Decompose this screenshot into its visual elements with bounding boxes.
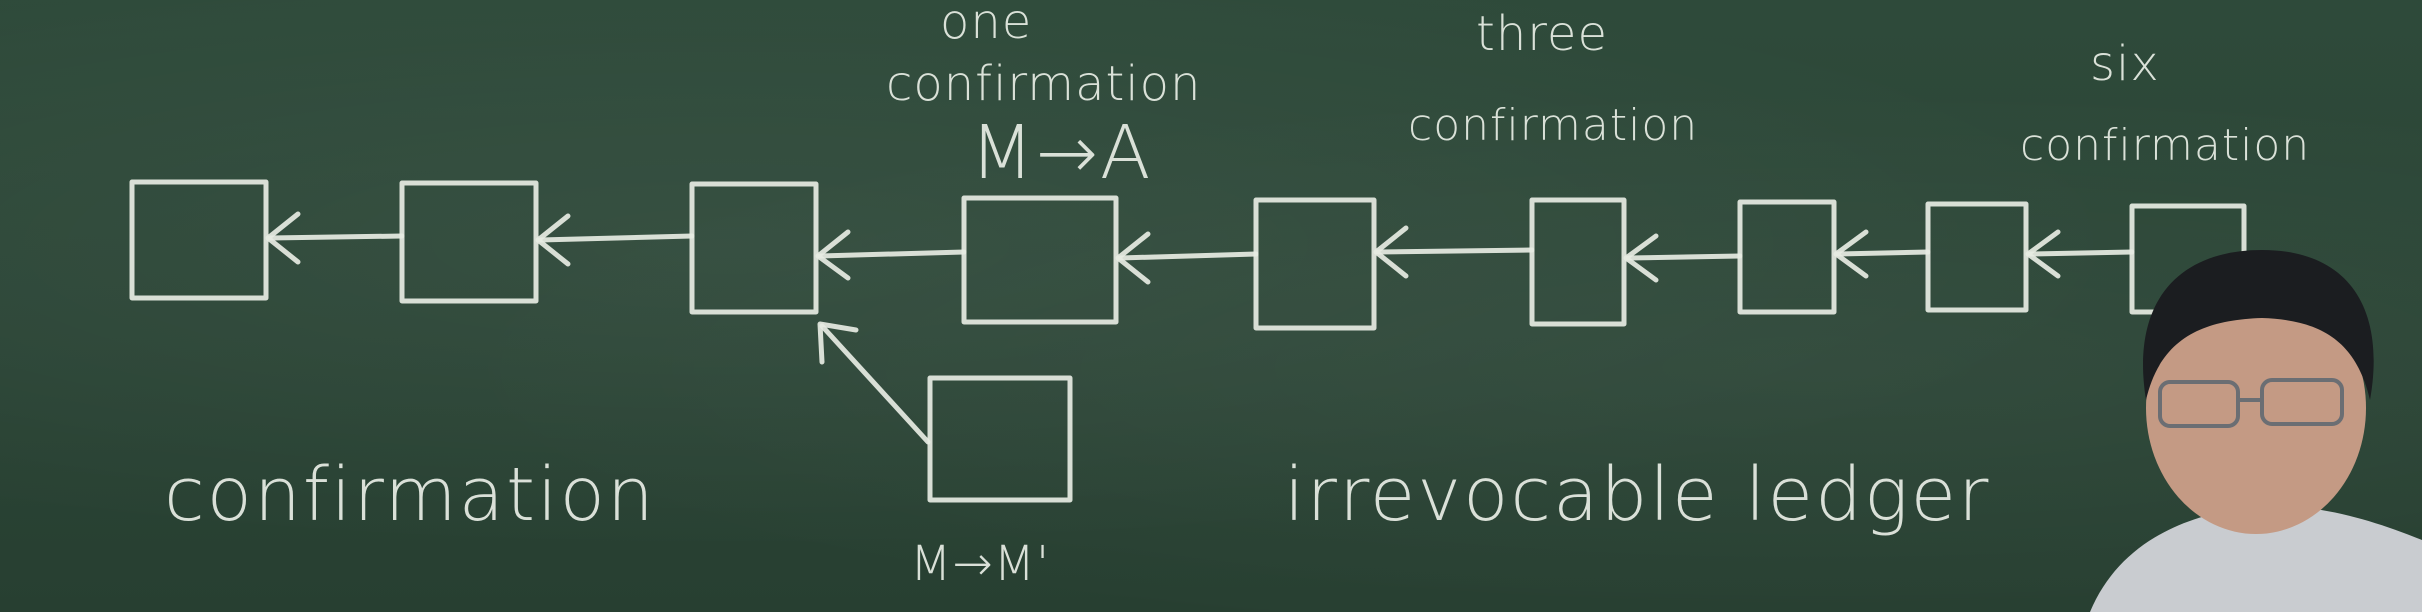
link-arrow — [535, 213, 695, 267]
fork-branch — [817, 321, 1073, 503]
block — [1253, 197, 1377, 331]
label-m-to-a: M→A — [970, 110, 1152, 196]
label-confirmation-bottom: confirmation — [164, 452, 656, 538]
label-three: three — [1476, 6, 1608, 62]
chain-links — [265, 211, 2135, 285]
label-six: six — [2090, 36, 2160, 92]
block — [399, 180, 539, 304]
label-one: one — [940, 0, 1032, 50]
link-arrow — [1373, 225, 1535, 279]
label-three-confirmation: confirmation — [1408, 100, 1698, 151]
label-m-to-m-prime: M→M' — [910, 536, 1050, 592]
block — [961, 195, 1119, 325]
fork-block — [927, 375, 1073, 503]
link-arrow — [1623, 233, 1743, 283]
link-arrow — [1115, 231, 1259, 285]
block — [129, 179, 269, 301]
label-irrevocable-ledger: irrevocable ledger — [1284, 452, 1990, 538]
glasses-icon — [2158, 378, 2344, 428]
block — [1529, 197, 1627, 327]
link-arrow — [1833, 229, 1931, 279]
link-arrow — [2025, 229, 2135, 279]
fork-link-arrow — [817, 321, 931, 445]
link-arrow — [815, 229, 967, 281]
block — [689, 181, 819, 315]
block — [1925, 201, 2029, 313]
link-arrow — [265, 211, 405, 265]
label-six-confirmation: confirmation — [2020, 120, 2310, 171]
label-one-confirmation: confirmation — [886, 56, 1201, 112]
